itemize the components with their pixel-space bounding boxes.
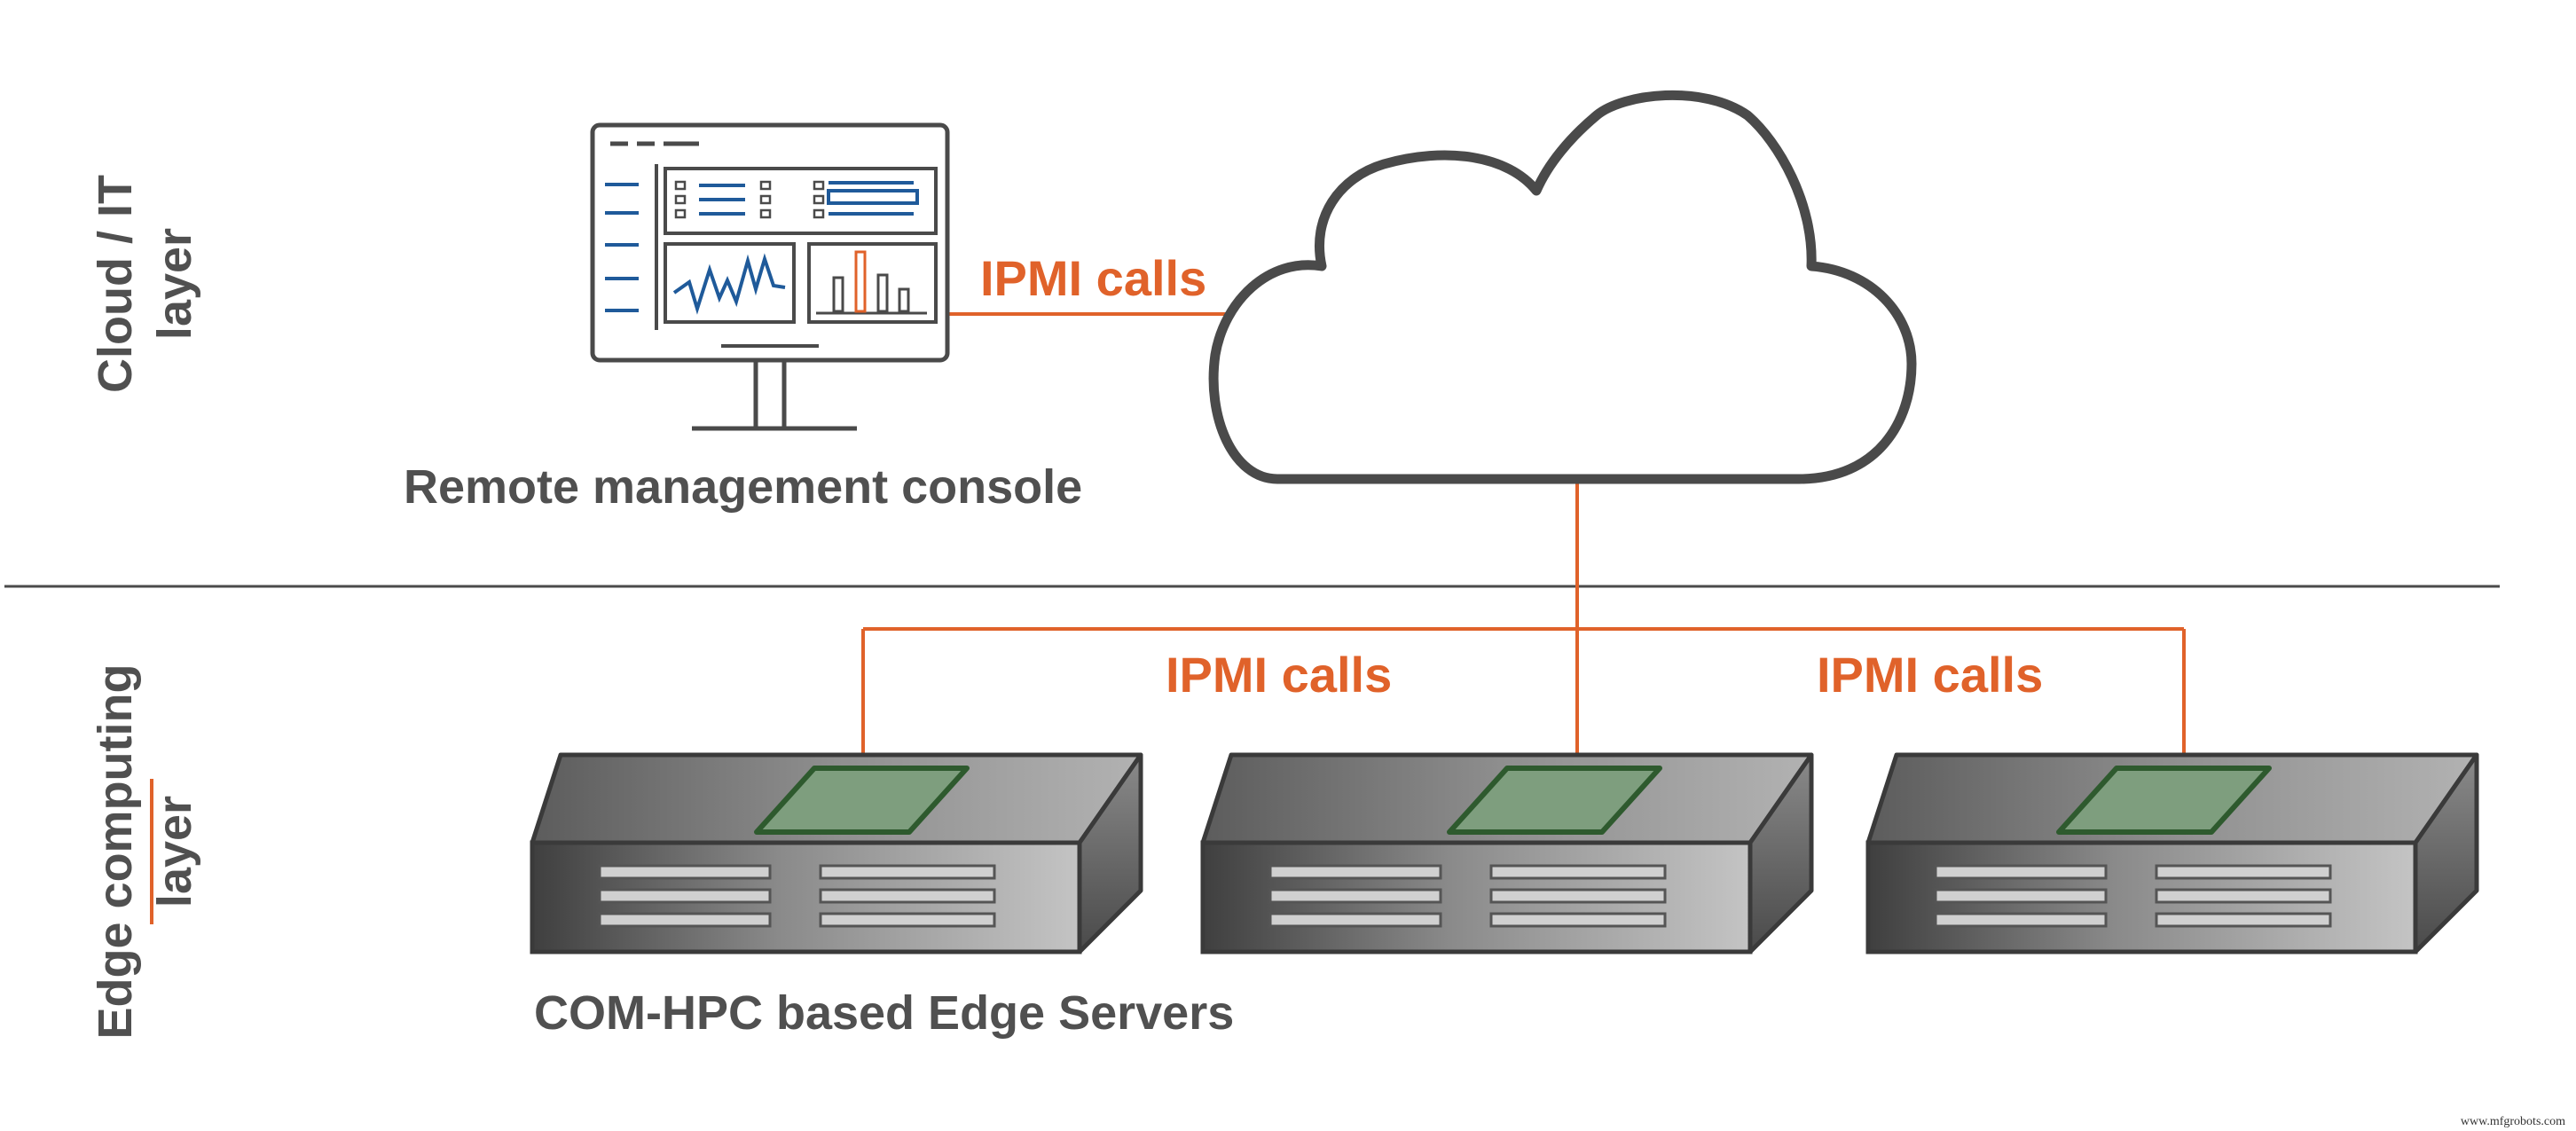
server-icon [1200, 752, 1814, 954]
module-icon [754, 766, 970, 835]
cloud-layer-label-line1: Cloud / IT [89, 175, 142, 393]
ipmi-label-top: IPMI calls [980, 250, 1206, 306]
watermark-text: www.mfgrobots.com [2461, 1115, 2565, 1128]
module-icon [2056, 766, 2272, 835]
edge-layer-label: Edge computing layer [89, 664, 201, 1040]
server-icon [530, 752, 1143, 954]
ipmi-label-bottom-right: IPMI calls [1817, 647, 2043, 703]
edge-layer-label-line2: layer [148, 796, 201, 907]
cloud-layer-label-line2: layer [148, 228, 201, 340]
cloud-icon [1208, 90, 1917, 484]
servers-caption: COM-HPC based Edge Servers [534, 986, 1234, 1040]
monitor-icon [590, 122, 950, 431]
console-caption: Remote management console [404, 460, 1082, 514]
cloud-layer-label: Cloud / IT layer [89, 175, 201, 393]
edge-layer-label-line1: Edge computing [89, 664, 142, 1040]
server-icon [1865, 752, 2479, 954]
module-icon [1447, 766, 1662, 835]
ipmi-label-bottom-left: IPMI calls [1166, 647, 1392, 703]
